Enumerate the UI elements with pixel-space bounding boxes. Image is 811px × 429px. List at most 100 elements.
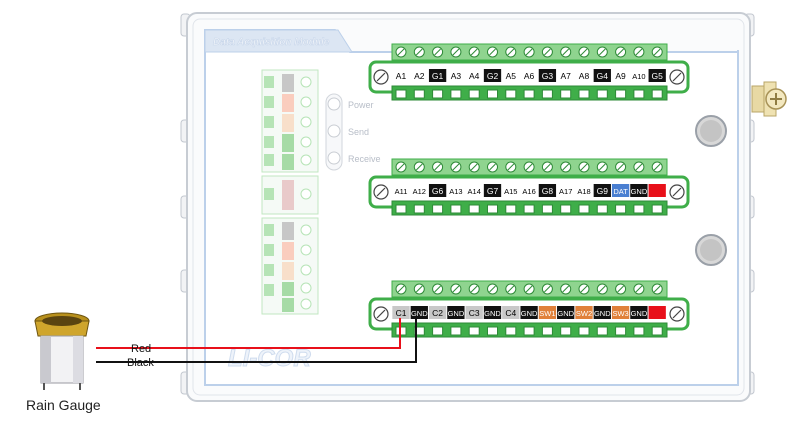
wire-entry-hole <box>468 89 480 99</box>
screw-slot <box>376 309 386 319</box>
wire-entry-hole <box>615 89 627 99</box>
terminal-label-cell <box>428 306 447 319</box>
terminal-label: A12 <box>413 187 426 196</box>
terminal-label-cell <box>648 184 666 197</box>
terminal-label: G3 <box>542 71 554 81</box>
terminal-label: G9 <box>597 186 609 196</box>
terminal-screw-slot <box>525 48 533 56</box>
send-indicator: Send <box>327 124 369 138</box>
terminal-label-cell <box>648 306 666 319</box>
terminal-label: GND <box>631 187 648 196</box>
terminal-label: C4 <box>505 308 516 318</box>
terminal-screw-slot <box>452 163 460 171</box>
terminal-screw-slot <box>489 48 496 56</box>
terminal-label-cell <box>538 69 557 82</box>
terminal-label: A17 <box>559 187 572 196</box>
terminal-label: DAT <box>613 187 628 196</box>
terminal-label: A10 <box>632 72 645 81</box>
terminal-screw-slot <box>434 48 441 56</box>
terminal-screw-slot <box>434 285 441 293</box>
wire-entry-hole <box>651 326 663 336</box>
terminal-label: A4 <box>469 71 480 81</box>
terminal-screw-slot <box>653 163 661 171</box>
terminal-label-cell <box>465 69 483 82</box>
terminal-label-cell <box>447 184 465 197</box>
wire-entry-hole <box>505 89 517 99</box>
terminal-screw-slot <box>635 163 643 171</box>
terminal-label: G6 <box>432 186 444 196</box>
terminal-screw-slot <box>617 285 624 293</box>
module-title: Data Acquisition Module <box>213 37 330 48</box>
power-indicator: Power <box>327 97 374 111</box>
wire-entry-hole <box>505 204 517 214</box>
wire-entry-hole <box>468 204 480 214</box>
terminal-label: G7 <box>487 186 499 196</box>
screw-slot <box>376 187 386 197</box>
wire-entry-hole <box>596 204 608 214</box>
terminal-label-cell <box>428 69 447 82</box>
wire-entry-hole <box>450 89 462 99</box>
terminal-label: GND <box>594 309 611 318</box>
terminal-label-cell <box>410 184 428 197</box>
faded-connector-column <box>261 69 319 315</box>
terminal-label-cell <box>502 69 520 82</box>
terminal-label: A9 <box>615 71 626 81</box>
wire-entry-hole <box>450 204 462 214</box>
black-wire <box>96 318 417 363</box>
terminal-screw-slot <box>415 48 423 56</box>
screw-slot <box>376 72 386 82</box>
terminal-label: GND <box>411 309 428 318</box>
wire-entry-hole <box>523 326 535 336</box>
wire-entry-hole <box>560 326 572 336</box>
terminal-label-cell <box>392 306 410 319</box>
wire-entry-hole <box>505 326 517 336</box>
wire-entry-hole <box>596 89 608 99</box>
terminal-label-cell <box>575 184 593 197</box>
terminal-label-cell <box>520 184 538 197</box>
terminal-label: A16 <box>522 187 535 196</box>
terminal-label: A2 <box>414 71 425 81</box>
wiring: Red Black <box>96 318 417 369</box>
terminal-screw-slot <box>653 285 661 293</box>
terminal-label: C1 <box>396 308 407 318</box>
terminal-label-cell <box>428 184 447 197</box>
terminal-screw-slot <box>507 163 515 171</box>
terminal-label-cell <box>465 306 483 319</box>
terminal-screw-slot <box>617 163 624 171</box>
terminal-screw-slot <box>452 285 460 293</box>
screw-slot <box>672 72 682 82</box>
wire-entry-hole <box>413 326 425 336</box>
wire-entry-hole <box>450 326 462 336</box>
indicator-group: Power Send Receive <box>325 93 381 171</box>
terminal-screw-slot <box>598 48 606 56</box>
terminal-label-cell <box>593 184 611 197</box>
terminal-label: A15 <box>504 187 517 196</box>
terminal-screw-slot <box>507 48 515 56</box>
wire-entry-hole <box>432 89 444 99</box>
power-label: Power <box>348 100 374 110</box>
terminal-label-cell <box>502 184 520 197</box>
terminal-screw-slot <box>507 285 515 293</box>
terminal-screw-slot <box>397 285 405 293</box>
wire-entry-hole <box>596 326 608 336</box>
terminal-label: G4 <box>597 71 609 81</box>
terminal-label: A5 <box>506 71 517 81</box>
receive-indicator: Receive <box>327 151 381 165</box>
terminal-label-cell <box>575 306 593 319</box>
terminal-label: A14 <box>468 187 481 196</box>
terminal-label-cell <box>611 306 630 319</box>
wire-entry-hole <box>432 326 444 336</box>
terminal-label-cell <box>630 69 648 82</box>
terminal-screw-slot <box>470 285 478 293</box>
black-wire-label: Black <box>127 357 154 369</box>
terminal-screw-slot <box>635 285 643 293</box>
wire-entry-hole <box>560 204 572 214</box>
terminal-label-cell <box>593 306 611 319</box>
terminal-label: GND <box>631 309 648 318</box>
red-wire <box>96 318 401 349</box>
terminal-label: C2 <box>432 308 443 318</box>
terminal-label-cell <box>611 184 630 197</box>
terminal-label-cell <box>483 69 502 82</box>
